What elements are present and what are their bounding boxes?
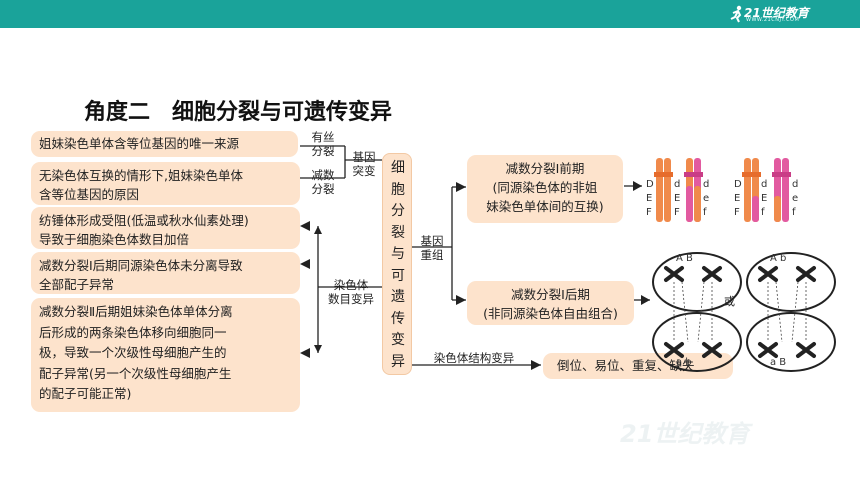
label-chromosome-structure-variation: 染色体结构变异 [433,351,515,365]
brand-logo: 21世纪教育 WWW.21CNJY.COM [730,3,850,25]
cell-2-bottom-letters: a B [770,357,787,368]
anaphase-cell-1: A B a b [652,252,742,372]
cell-1-chromosomes [664,266,722,358]
label-gene-recombination: 基因 重组 [420,234,444,262]
center-topic-text: 细 胞 分 裂 与 可 遗 传 变 异 [391,160,405,370]
chrom-letters-2b: d E f [761,179,768,218]
cell-outline-bottom [746,312,836,372]
label-chromosome-number-variation: 染色体 数目变异 [328,278,374,306]
box-anaphase-assortment: 减数分裂Ⅰ后期 (非同源染色体自由组合) [467,281,634,325]
label-meiosis: 减数 分裂 [311,168,335,196]
cell-2-chromosomes [758,266,816,358]
watermark-logo: 21世纪教育 [620,420,750,448]
runner-icon [730,5,742,23]
box-meiosis-cause: 无染色体互换的情形下,姐妹染色单体 含等位基因的原因 [31,162,300,205]
chrom-letters-1b: d E F [674,179,681,218]
label-gene-mutation: 基因 突变 [352,150,376,178]
logo-subtext: WWW.21CNJY.COM [746,17,800,23]
top-bar [0,0,860,28]
box-mitosis-source: 姐妹染色单体含等位基因的唯一来源 [31,131,298,157]
label-mitosis: 有丝 分裂 [311,130,335,158]
cell-1-top-letters: A B [676,253,693,264]
page-title: 角度二 细胞分裂与可遗传变异 [84,100,393,125]
box-spindle-blocked: 纺锤体形成受阻(低温或秋水仙素处理) 导致于细胞染色体数目加倍 [31,207,300,249]
box-meiosis1-nondisjunction: 减数分裂Ⅰ后期同源染色体未分离导致 全部配子异常 [31,252,300,294]
logo-text: 21世纪教育 [744,6,809,20]
chrom-letters-2a: D E F [734,179,742,218]
cell-1-bottom-letters: a b [676,357,692,368]
center-topic-box: 细 胞 分 裂 与 可 遗 传 变 异 [382,153,412,375]
box-meiosis2-nondisjunction: 减数分裂Ⅱ后期姐妹染色体单体分离 后形成的两条染色体移向细胞同一 极，导致一个次… [31,298,300,412]
cell-2-top-letters: A b [770,253,787,264]
anaphase-cell-2: A b a B [746,252,836,372]
cell-outline-top [652,252,742,312]
chrom-letters-2d: d e f [792,179,799,218]
crossover-chromosomes-illustration [654,158,791,222]
box-prophase-crossover: 减数分裂Ⅰ前期 (同源染色体的非姐 妹染色单体间的互换) [467,155,623,223]
chrom-letters-1d: d e f [703,179,710,218]
chrom-letters-1a: D E F [646,179,654,218]
cell-outline-top [746,252,836,312]
or-label: 或 [724,295,735,308]
cell-outline-bottom [652,312,742,372]
